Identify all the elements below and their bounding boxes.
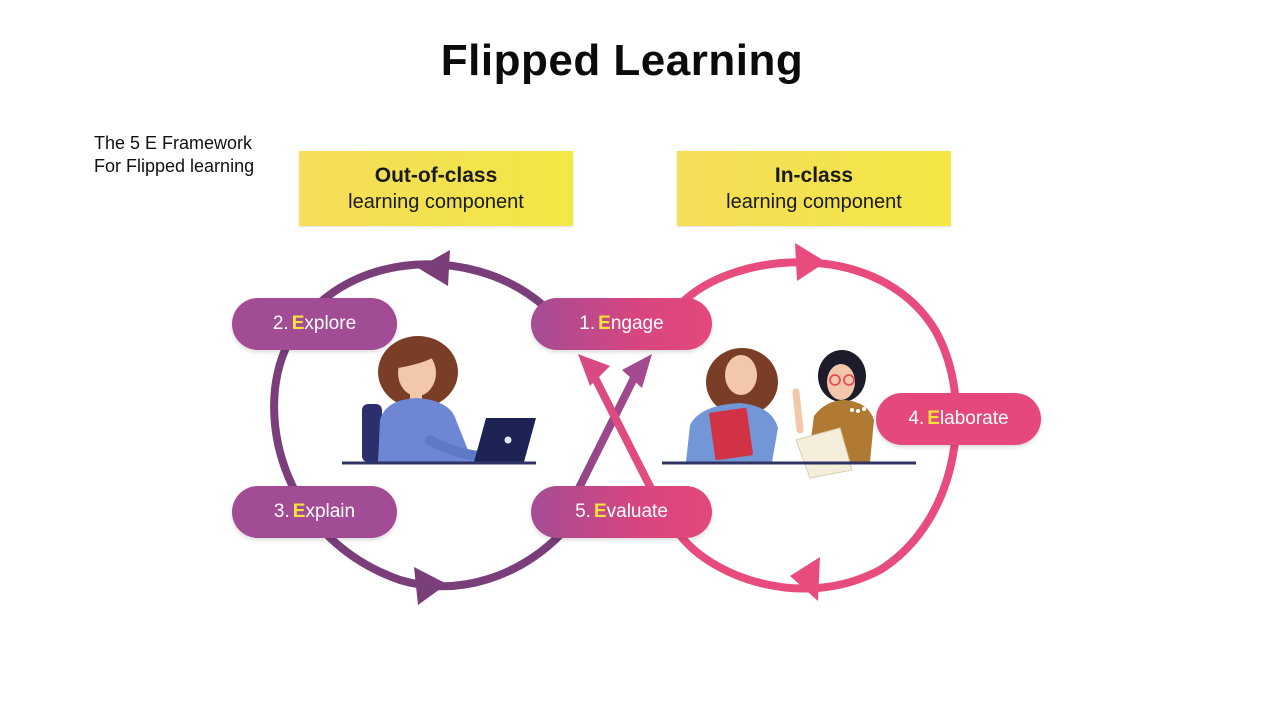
page-title: Flipped Learning	[440, 36, 804, 85]
stage-number: 3.	[273, 501, 290, 522]
out-of-class-loop	[270, 250, 564, 605]
arrow-cross-pink-icon	[578, 354, 610, 386]
stage-label: ngage	[610, 313, 664, 334]
in-class-banner: In-class learning component	[677, 151, 951, 226]
framework-subtitle: The 5 E Framework For Flipped learning	[94, 132, 254, 178]
stage-label: laborate	[939, 408, 1009, 429]
stage-number: 4.	[908, 408, 925, 429]
out-of-class-heading: Out-of-class	[374, 163, 498, 187]
out-of-class-banner: Out-of-class learning component	[299, 151, 573, 226]
stage-highlight-letter: E	[927, 408, 940, 429]
in-class-subheading: learning component	[726, 190, 902, 213]
arrow-cross-up-icon	[622, 354, 652, 388]
arrow-right-top-icon	[795, 243, 826, 281]
out-of-class-subheading: learning component	[348, 190, 524, 213]
stage-highlight-letter: E	[593, 501, 607, 522]
arrow-right-bottom-icon	[790, 557, 820, 601]
stage-number: 2.	[272, 313, 289, 334]
stage-highlight-letter: E	[598, 313, 611, 334]
stage-number: 5.	[575, 501, 591, 522]
stage-highlight-letter: E	[292, 501, 306, 522]
subtitle-line-2: For Flipped learning	[94, 156, 255, 176]
students-in-class-icon	[662, 348, 916, 479]
stage-number: 1.	[579, 313, 596, 334]
arrow-left-top-icon	[418, 250, 450, 286]
subtitle-line-1: The 5 E Framework	[94, 133, 253, 153]
stage-highlight-letter: E	[291, 313, 305, 334]
stage-label: xplore	[304, 313, 357, 334]
arrow-left-bottom-icon	[414, 567, 447, 605]
stage-label: xplain	[305, 501, 356, 522]
student-with-laptop-icon	[342, 336, 536, 465]
stage-label: valuate	[606, 501, 668, 522]
in-class-heading: In-class	[774, 163, 854, 187]
